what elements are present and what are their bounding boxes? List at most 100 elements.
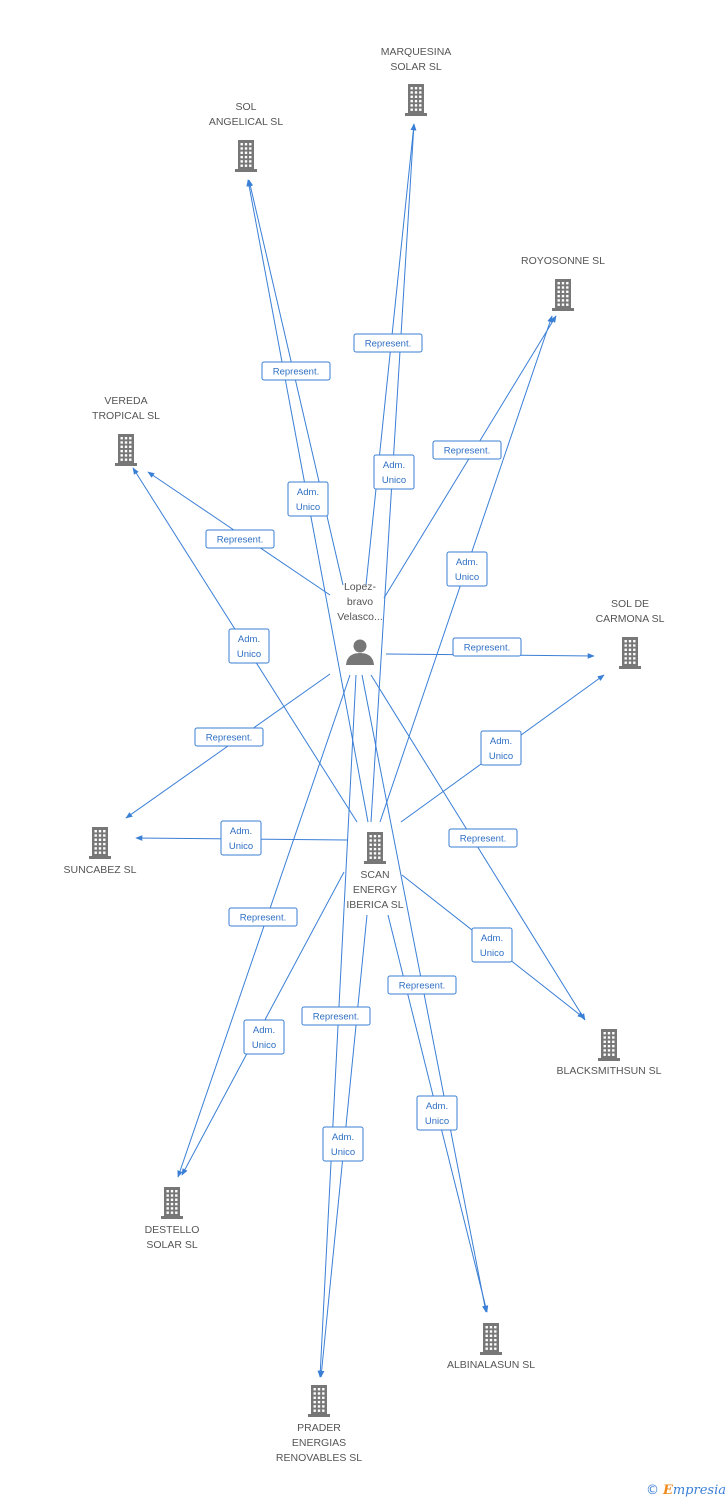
company-node-royosonne[interactable]: ROYOSONNE SL — [521, 255, 605, 311]
edge-label-text: Represent. — [464, 643, 510, 654]
node-label: SOLAR SL — [146, 1239, 198, 1251]
edge-label-text: Adm. — [297, 487, 319, 498]
edge-label-text: Represent. — [313, 1012, 359, 1023]
building-icon — [115, 434, 137, 466]
edge-label-scan-to-suncabez[interactable]: Adm. Unico — [220, 820, 262, 856]
node-label: MARQUESINA — [381, 46, 452, 58]
edge-label-scan-to-blacksmith[interactable]: Adm.Unico — [471, 927, 513, 963]
building-icon — [405, 84, 427, 116]
edge-label-box — [432, 440, 502, 460]
company-node-scan[interactable]: SCAN ENERGY IBERICA SL — [346, 832, 404, 911]
edge-label-box — [448, 828, 518, 848]
node-label: ENERGIAS — [292, 1437, 346, 1449]
edge-label-person-to-angelical[interactable]: Represent. — [261, 361, 331, 381]
edge-label-scan-to-carmona[interactable]: Adm. Unico — [480, 730, 522, 766]
edge-label-text: Adm. — [230, 826, 252, 837]
node-label: SOLAR SL — [390, 61, 442, 73]
edge-label-box — [446, 551, 488, 587]
edge-label-box — [373, 454, 415, 490]
company-node-angelical[interactable]: SOL ANGELICAL SL — [209, 101, 283, 172]
edge-label-text: Adm. — [253, 1025, 275, 1036]
node-label: ALBINALASUN SL — [447, 1359, 535, 1371]
company-node-albinalasun[interactable]: ALBINALASUN SL — [447, 1323, 535, 1371]
edge-label-text: Represent. — [217, 535, 263, 546]
edge-label-box — [387, 975, 457, 995]
edge-label-box — [480, 730, 522, 766]
edge-label-person-to-destello[interactable]: Represent. — [228, 907, 298, 927]
edge-label-person-to-albinalasun[interactable]: Represent. — [387, 975, 457, 995]
edge-label-box — [220, 820, 262, 856]
footer-brand[interactable]: ©Empresia — [646, 1482, 726, 1498]
node-label: SOL — [235, 101, 256, 113]
company-node-blacksmith[interactable]: BLACKSMITHSUN SL — [556, 1029, 662, 1077]
brand-initial: E — [662, 1483, 673, 1498]
edge-label-text: Unico — [229, 841, 253, 852]
edge-label-text: Represent. — [240, 913, 286, 924]
edge-label-box — [205, 529, 275, 549]
edge-label-box — [287, 481, 329, 517]
copyright-symbol: © — [645, 1483, 659, 1498]
edge-label-scan-to-marquesina[interactable]: Adm.Unico — [373, 454, 415, 490]
node-label: Velasco... — [337, 611, 383, 623]
node-label: SOL DE — [611, 598, 649, 610]
edge-label-text: Unico — [489, 751, 513, 762]
edges-layer — [125, 123, 605, 1378]
edge-label-scan-to-prader[interactable]: Adm.Unico — [322, 1126, 364, 1162]
edge-label-person-to-vereda[interactable]: Represent. — [205, 529, 275, 549]
node-label: SUNCABEZ SL — [64, 864, 137, 876]
edge-label-scan-to-vereda[interactable]: Adm. Unico — [228, 628, 270, 664]
edge-label-person-to-royosonne[interactable]: Represent. — [432, 440, 502, 460]
edge-label-scan-to-angelical[interactable]: Adm. Unico — [287, 481, 329, 517]
building-icon — [619, 637, 641, 669]
edge-label-box — [261, 361, 331, 381]
node-label: ENERGY — [353, 884, 397, 896]
person-node-person[interactable]: Lopez-bravoVelasco... — [337, 581, 383, 665]
node-label: ROYOSONNE SL — [521, 255, 605, 267]
edge-label-text: Adm. — [490, 736, 512, 747]
edge-label-text: Unico — [480, 948, 504, 959]
company-node-marquesina[interactable]: MARQUESINA SOLAR SL — [381, 46, 452, 116]
edge-label-scan-to-albinalasun[interactable]: Adm.Unico — [416, 1095, 458, 1131]
edge-person-to-marquesina — [365, 123, 417, 586]
edge-label-person-to-marquesina[interactable]: Represent. — [353, 333, 423, 353]
company-node-suncabez[interactable]: SUNCABEZ SL — [64, 827, 137, 876]
node-label: ANGELICAL SL — [209, 116, 283, 128]
edge-label-person-to-blacksmith[interactable]: Represent. — [448, 828, 518, 848]
edge-label-person-to-carmona[interactable]: Represent. — [452, 637, 522, 657]
building-icon — [161, 1187, 183, 1219]
node-label: VEREDA — [104, 395, 147, 407]
edge-label-box — [301, 1006, 371, 1026]
edge-label-text: Unico — [425, 1116, 449, 1127]
edge-label-person-to-prader[interactable]: Represent. — [301, 1006, 371, 1026]
node-label: BLACKSMITHSUN SL — [556, 1065, 661, 1077]
edge-label-text: Adm. — [383, 460, 405, 471]
building-icon — [364, 832, 386, 864]
edge-labels-layer: Represent. Represent. Represent. Represent.… — [194, 333, 522, 1162]
edge-label-box — [228, 907, 298, 927]
edge-label-scan-to-royosonne[interactable]: Adm.Unico — [446, 551, 488, 587]
edge-label-text: Unico — [237, 649, 261, 660]
node-label: SCAN — [360, 869, 389, 881]
edge-label-text: Unico — [296, 502, 320, 513]
edge-label-box — [452, 637, 522, 657]
node-label: IBERICA SL — [346, 899, 403, 911]
edge-label-person-to-suncabez[interactable]: Represent. — [194, 727, 264, 747]
edge-label-text: Adm. — [238, 634, 260, 645]
edge-label-box — [471, 927, 513, 963]
edge-label-box — [194, 727, 264, 747]
person-icon — [346, 639, 374, 665]
edge-label-text: Adm. — [456, 557, 478, 568]
brand-name: mpresia — [672, 1483, 726, 1498]
edge-label-box — [353, 333, 423, 353]
edge-label-text: Represent. — [206, 733, 252, 744]
edge-label-box — [228, 628, 270, 664]
building-icon — [480, 1323, 502, 1355]
edge-label-scan-to-destello[interactable]: Adm.Unico — [243, 1019, 285, 1055]
edge-label-box — [322, 1126, 364, 1162]
brand-logo: Empresia — [663, 1483, 726, 1498]
